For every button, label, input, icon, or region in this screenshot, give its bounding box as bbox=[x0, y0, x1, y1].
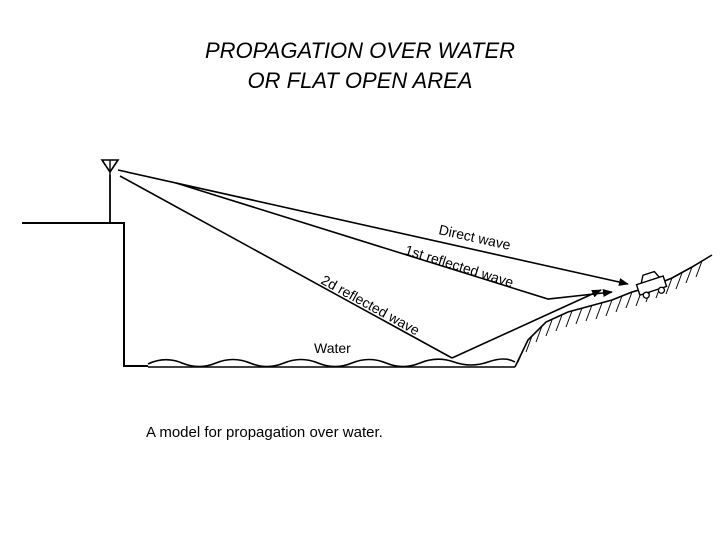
first-reflected-wave-ray bbox=[175, 182, 613, 300]
cliff-shore bbox=[22, 222, 148, 367]
vehicle-icon bbox=[635, 270, 668, 299]
diagram-title: PROPAGATION OVER WATER OR FLAT OPEN AREA bbox=[0, 36, 720, 96]
second-reflected-wave-reflected bbox=[451, 289, 602, 359]
hill-slope bbox=[514, 254, 713, 368]
label-direct-wave: Direct wave bbox=[437, 221, 512, 253]
antenna-icon bbox=[100, 159, 120, 176]
figure-caption: A model for propagation over water. bbox=[146, 424, 383, 441]
second-reflected-wave-incident bbox=[119, 175, 453, 359]
water-surface bbox=[147, 358, 516, 368]
title-line-1: PROPAGATION OVER WATER bbox=[204, 38, 516, 63]
direct-wave-ray bbox=[117, 169, 629, 286]
label-water: Water bbox=[314, 340, 351, 356]
label-second-reflected-wave: 2d reflected wave bbox=[319, 272, 423, 339]
hill-hatching bbox=[517, 260, 703, 363]
title-line-2: OR FLAT OPEN AREA bbox=[247, 68, 473, 93]
